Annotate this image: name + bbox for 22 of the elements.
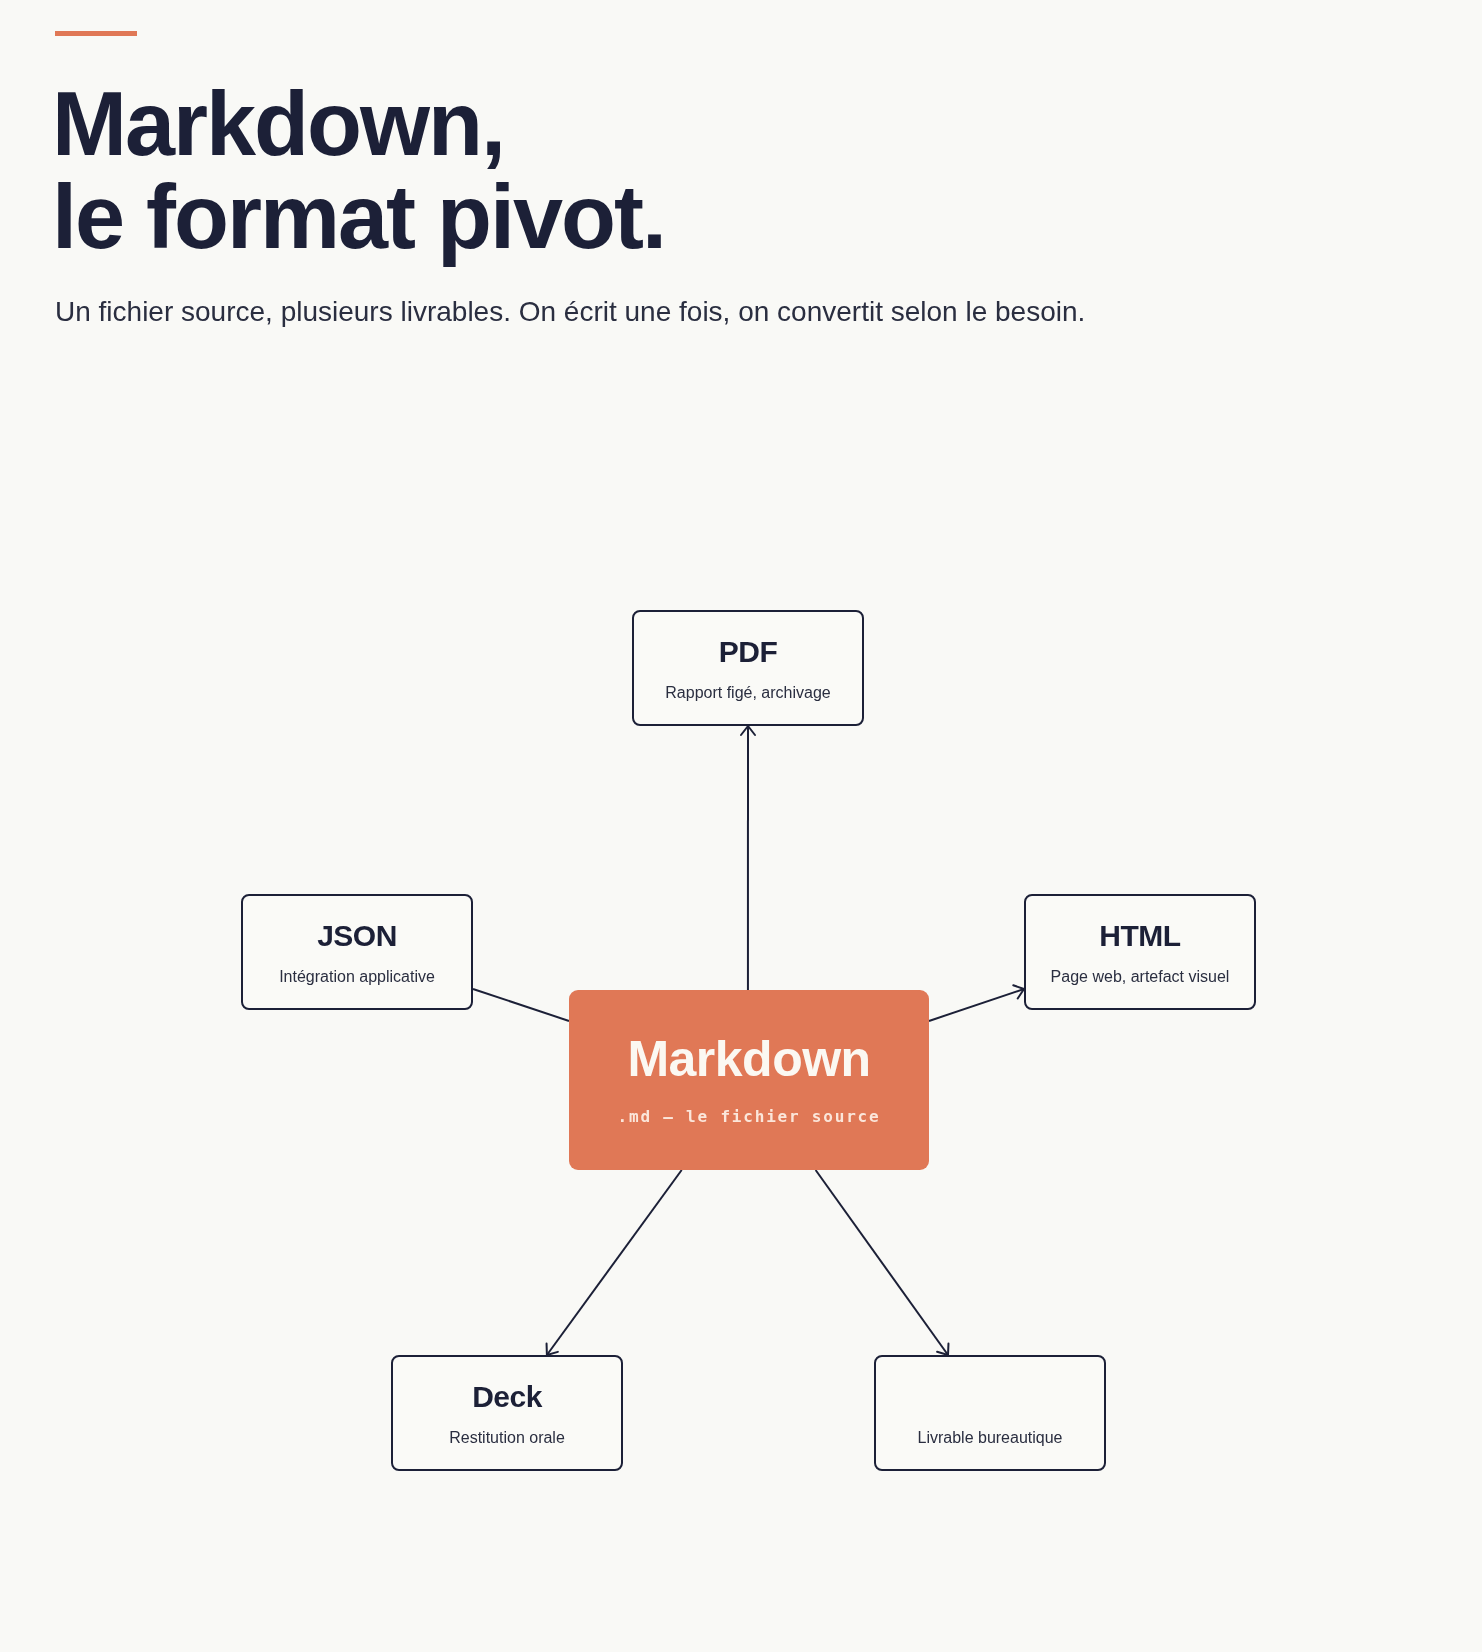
source-box — [569, 990, 929, 1170]
box-title: JSON — [316, 919, 398, 953]
box-description: Rapport figé, archivage — [664, 683, 832, 703]
box-description: Livrable bureautique — [916, 1428, 1064, 1448]
box-title: Markdown — [626, 1031, 872, 1087]
box-description: Page web, artefact visuel — [1049, 967, 1231, 987]
format-box — [632, 610, 864, 726]
box-title: Deck — [471, 1380, 543, 1414]
box-description: .md — le fichier source — [616, 1107, 882, 1127]
arrow — [814, 1169, 950, 1356]
arrow — [740, 725, 756, 991]
format-box — [241, 894, 473, 1010]
box-description: Intégration applicative — [278, 967, 436, 987]
format-box — [874, 1355, 1106, 1471]
box-title: HTML — [1098, 919, 1182, 953]
box-title: PDF — [717, 635, 779, 669]
connector-line — [472, 988, 570, 1022]
format-box — [391, 1355, 623, 1471]
box-description: Restitution orale — [448, 1428, 566, 1448]
arrow — [928, 984, 1025, 1022]
subtitle: Un fichier source, plusieurs livrables. On écrit une fois, on convertit selon le besoin. — [55, 295, 1086, 329]
format-box — [1024, 894, 1256, 1010]
